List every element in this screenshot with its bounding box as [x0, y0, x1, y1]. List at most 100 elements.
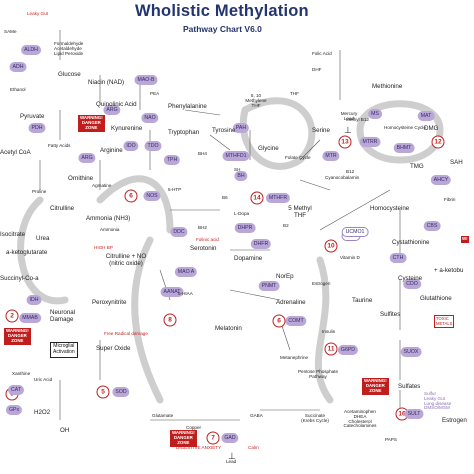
- label-5-methyl-thf: 5 Methyl THF: [288, 205, 312, 219]
- enzyme-ahcy: AHCY: [430, 175, 452, 185]
- label-dopamine: Dopamine: [234, 255, 263, 262]
- enzyme-adh: ADH: [9, 62, 27, 72]
- label-estrogen-2: Estrogen: [442, 417, 467, 424]
- enzyme-g6pd: G6PD: [337, 345, 359, 355]
- label-5-htp: 5-HTP: [168, 187, 182, 192]
- toxic-metals-box: TOXIC METALS: [434, 315, 455, 329]
- enzyme-nao: NAO: [141, 113, 159, 123]
- label-calm: Calm: [248, 445, 259, 450]
- warning-danger-zone: WARNING! DANGER ZONE: [362, 378, 389, 395]
- enzyme-tph: TPH: [163, 155, 181, 165]
- label-peroxynitrite: Peroxynitrite: [92, 299, 127, 306]
- label-folic-acid: Folic Acid: [312, 51, 332, 56]
- label-ethanol: Ethanol: [10, 87, 26, 92]
- label-urea: Urea: [36, 235, 50, 242]
- label-super-oxide: Super Oxide: [96, 345, 131, 352]
- enzyme-arg: ARG: [78, 153, 96, 163]
- warning-danger-zone: WARNING! DANGER ZONE: [170, 430, 197, 447]
- enzyme-ucmo: UCMO1: [341, 227, 369, 237]
- label-methyl-b12: Methyl B12: [346, 117, 369, 122]
- label-acetyl-coa: Acetyl CoA: [0, 149, 31, 156]
- enzyme-comt: COMT: [285, 316, 307, 326]
- enzyme-idh: IDH: [26, 295, 42, 305]
- label-high-bp: HIGH BP: [94, 245, 113, 250]
- step-marker: 10: [324, 239, 338, 253]
- label-homocysteine-cycle: Homocysteine Cycle: [384, 125, 426, 130]
- enzyme-mao-a: MAO A: [174, 267, 198, 277]
- label-fatty-acids: Fatty Acids: [48, 143, 71, 148]
- urea-cycle-arc: [96, 175, 174, 234]
- label-succinyl-coa: Succinyl-Co-a: [0, 275, 39, 282]
- label-uric-acid: Uric Acid: [34, 377, 53, 382]
- label-h2o2: H2O2: [34, 409, 51, 416]
- enzyme-ms: MS: [368, 109, 382, 119]
- pin-icon: ⊥: [228, 451, 236, 461]
- label-a-ketobu: + a-ketobu: [434, 267, 464, 274]
- label-agmatine: Agmatine: [92, 183, 112, 188]
- label-pyruvate: Pyruvate: [20, 113, 45, 120]
- label-cysteine: Cysteine: [398, 275, 423, 282]
- enzyme-mthfr: MTHFR: [265, 193, 291, 203]
- label-aldehydes: Formaldehyde Acetaldehyde Lipid Peroxide: [54, 41, 84, 56]
- page-title: Wholistic Methylation: [135, 2, 309, 20]
- enzyme-cdo: CDO: [403, 279, 421, 289]
- label-same: SAMe: [4, 29, 17, 34]
- label-acetaminophen-group: Acetaminophen DHEA Cholesterol Catechola…: [343, 409, 377, 429]
- label-vitamin-d: Vitamin D: [340, 255, 360, 260]
- step-marker: 7: [206, 431, 220, 445]
- label-bh2: BH2: [198, 225, 207, 230]
- enzyme-suox: SUOX: [400, 347, 422, 357]
- label-insulin: Insulin: [322, 329, 336, 334]
- microglial-activation-box: Microglial Activation: [50, 342, 78, 358]
- label-taurine: Taurine: [352, 297, 373, 304]
- page-subtitle: Pathway Chart V6.0: [183, 24, 262, 34]
- label-ammonia: Ammonia (NH3): [86, 215, 131, 222]
- enzyme-gad: GAD: [221, 433, 239, 443]
- label-folate-cycle: Folate Cycle: [285, 155, 311, 160]
- enzyme-mtrr: MTRR: [359, 137, 381, 147]
- label-citrulline-no: Citrulline + NO (nitric oxide): [105, 253, 147, 267]
- enzyme-arg: ARG: [103, 105, 121, 115]
- label-tryptophan: Tryptophan: [168, 129, 200, 136]
- label-sulfites: Sulfites: [380, 311, 401, 318]
- label-paps: PAPS: [385, 437, 397, 442]
- step-marker: 11: [324, 342, 338, 356]
- warning-danger-zone: WARNING! DANGER ZONE: [78, 115, 105, 132]
- label-b6: B6: [222, 195, 228, 200]
- label-thf: THF: [290, 91, 299, 96]
- label-bh4: BH4: [198, 151, 207, 156]
- step-marker: 14: [250, 191, 264, 205]
- label-gaba: GABA: [250, 413, 263, 418]
- label-lead: Lead: [226, 459, 237, 464]
- enzyme-mat: MAT: [417, 111, 435, 121]
- enzyme-bhmt: BHMT: [393, 143, 415, 153]
- krebs-cycle-arc: [17, 196, 69, 305]
- enzyme-sod: SOD: [112, 387, 130, 397]
- step-marker: 13: [338, 135, 352, 149]
- label-folinic-acid: Folinic acid: [196, 237, 219, 242]
- label-glycine: Glycine: [258, 145, 279, 152]
- enzyme-cbs: CBS: [423, 221, 441, 231]
- enzyme-aanat: AANAT: [160, 287, 184, 297]
- label-succinate: Succinate (Krebs Cycle): [301, 413, 329, 423]
- enzyme-aldh: ALDH: [21, 45, 41, 55]
- label-b2: B2: [283, 223, 289, 228]
- step-marker: 2: [5, 309, 19, 323]
- label-norep: NorEp: [276, 273, 294, 280]
- enzyme-tdo: TDO: [144, 141, 162, 151]
- label-glutamate: Glutamate: [152, 413, 174, 418]
- label-oh: OH: [60, 427, 70, 434]
- label-estrogen: Estrogen: [312, 281, 331, 286]
- label-l-dopa: L-Dopa: [234, 211, 250, 216]
- label-sulfur-notes: Sulfur Leaky Gut Lung disease DMSO/MSM: [424, 391, 452, 411]
- enzyme-pah: PAH: [232, 123, 250, 133]
- label-quinolinic-acid: Quinolinic Acid: [96, 101, 137, 108]
- label-mercury-lead: Mercury Lead: [340, 111, 358, 121]
- label-sah: SAH: [450, 159, 463, 166]
- enzyme-pdh: PDH: [28, 123, 46, 133]
- enzyme-ddc: DDC: [170, 227, 188, 237]
- label-pea: PEA: [150, 91, 160, 96]
- label-ornithine: Ornithine: [68, 175, 94, 182]
- label-neuronal-damage: Neuronal Damage: [50, 309, 76, 323]
